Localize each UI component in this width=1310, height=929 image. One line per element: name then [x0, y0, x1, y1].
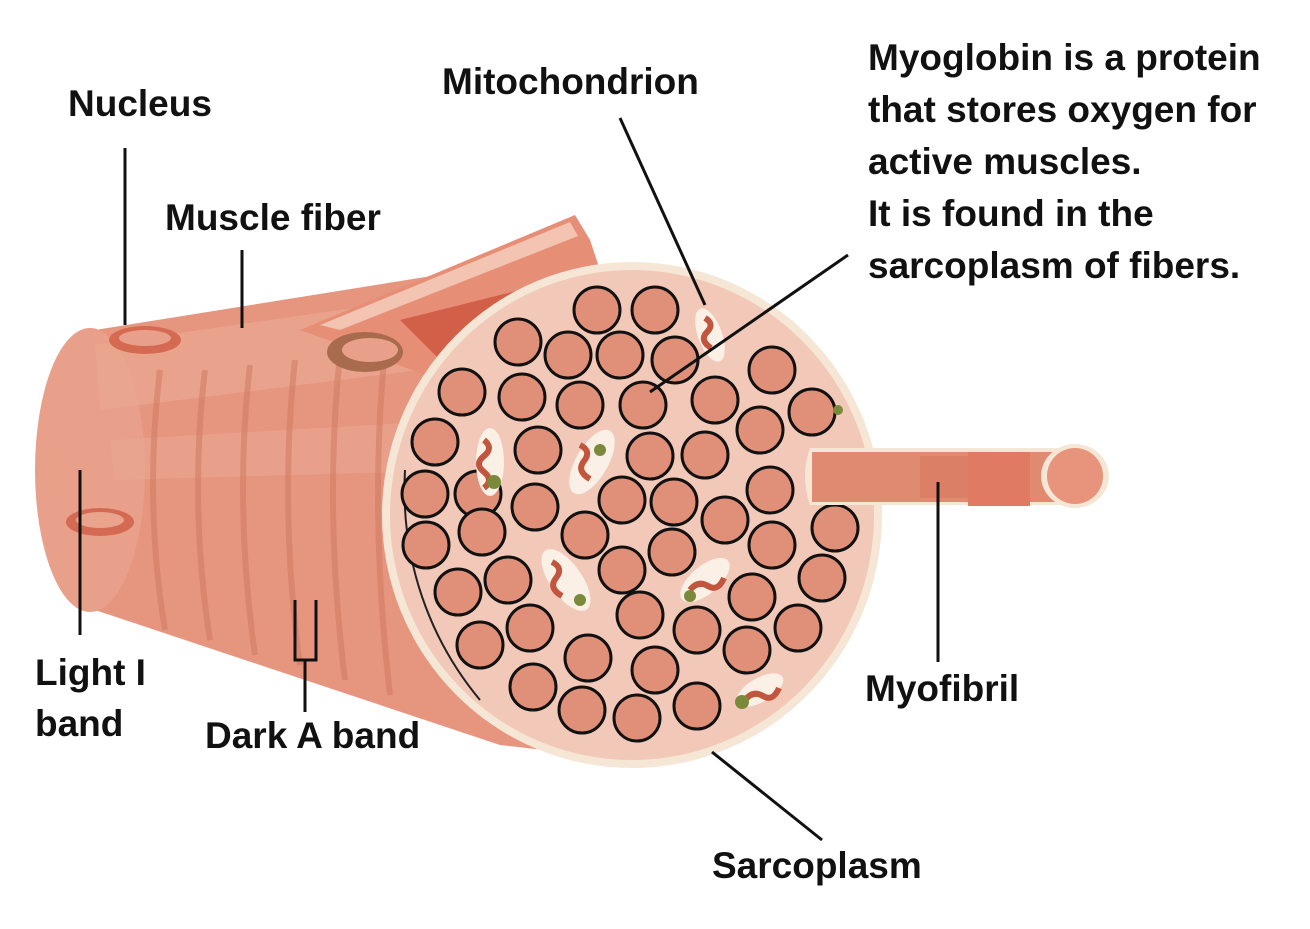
mitochondria-in-section [476, 308, 843, 709]
myofibril-circle [483, 555, 533, 605]
sarcoplasm-leader [711, 750, 823, 842]
nucleus-shapes [66, 326, 403, 536]
myofibril-circle [597, 475, 647, 525]
label-nucleus: Nucleus [68, 83, 212, 124]
myofibril-circle [510, 482, 560, 532]
myofibril-circle [615, 590, 665, 640]
myofibril-circle [747, 520, 797, 570]
leader-lines [78, 117, 940, 842]
myofibril-circle [455, 620, 505, 670]
myofibril-circle [612, 693, 662, 743]
myofibril-circle [493, 317, 543, 367]
myofibril-circle [630, 645, 680, 695]
myofibril-circle [672, 605, 722, 655]
myofibril-circle [797, 553, 847, 603]
note-line: Myoglobin is a protein [868, 37, 1261, 78]
myofibril-circle [618, 380, 668, 430]
myofibril-circle [649, 477, 699, 527]
myofibril-circle [437, 367, 487, 417]
myofibril-circle [672, 681, 722, 731]
myofibril-circle [647, 527, 697, 577]
myofibril-circle [690, 375, 740, 425]
myofibril-circle [722, 625, 772, 675]
myofibril-circle [773, 603, 823, 653]
myofibril-circle [401, 520, 451, 570]
myofibril-circle [625, 431, 675, 481]
myofibril-circle [557, 685, 607, 735]
myofibril-circle [410, 417, 460, 467]
label-dark-band: Dark A band [205, 715, 421, 756]
myofibril-circles [400, 285, 860, 743]
label-myofibril: Myofibril [865, 668, 1020, 709]
myofibril-circle [433, 567, 483, 617]
label-sarcoplasm: Sarcoplasm [712, 845, 922, 886]
myofibril-circle [680, 430, 730, 480]
myofibril-circle [787, 387, 837, 437]
myofibril-circle [400, 469, 450, 519]
myofibril-circle [508, 662, 558, 712]
myofibril-circle [543, 330, 593, 380]
myofibril-circle [735, 405, 785, 455]
label-muscle-fiber: Muscle fiber [165, 197, 381, 238]
note-line: that stores oxygen for [868, 89, 1257, 130]
myofibril-circle [563, 633, 613, 683]
note-line: sarcoplasm of fibers. [868, 245, 1241, 286]
myofibril-circle [747, 345, 797, 395]
myofibril-circle [727, 572, 777, 622]
myofibril-circle [560, 510, 610, 560]
cross-section [382, 262, 882, 768]
label-light-band-line2: band [35, 703, 124, 744]
label-light-band-line1: Light I [35, 652, 146, 693]
myofibril-circle [513, 425, 563, 475]
myofibril-circle [595, 330, 645, 380]
note-line: It is found in the [868, 193, 1154, 234]
myofibril-circle [457, 507, 507, 557]
myofibril-circle [745, 465, 795, 515]
myofibril-circle [630, 285, 680, 335]
myofibril-circle [597, 545, 647, 595]
myofibril-extracted [805, 444, 1109, 508]
myofibril-circle [700, 495, 750, 545]
myofibril-circle [555, 380, 605, 430]
note-line: active muscles. [868, 141, 1142, 182]
myofibril-circle [572, 285, 622, 335]
mitochondrion-leader [618, 117, 707, 306]
label-mitochondrion: Mitochondrion [442, 61, 699, 102]
myoglobin-leader [649, 253, 849, 394]
myofibril-circle [810, 503, 860, 553]
myofibril-circle [505, 603, 555, 653]
myofibril-circle [497, 372, 547, 422]
